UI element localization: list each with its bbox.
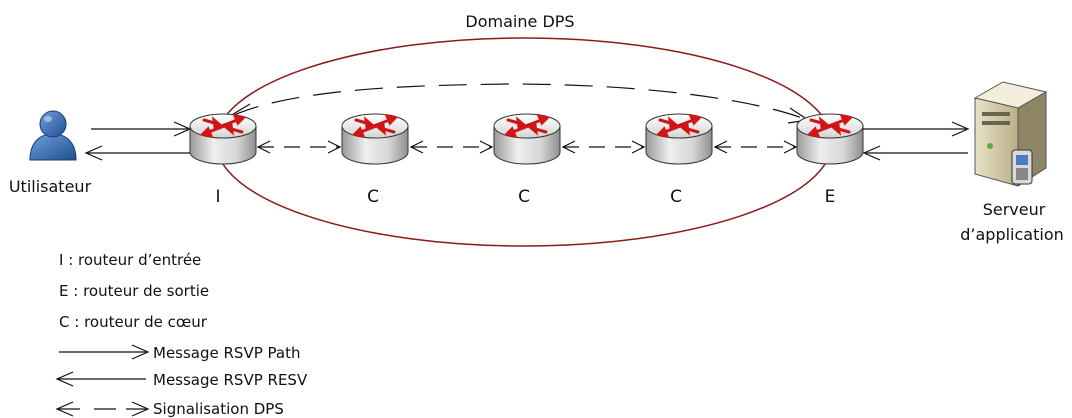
router-egress (795, 112, 865, 166)
router-icon (340, 112, 410, 166)
legend-ingress: I : routeur d’entrée (59, 251, 201, 269)
router-icon (188, 112, 258, 166)
legend-dps: Signalisation DPS (153, 400, 284, 418)
router-icon (492, 112, 562, 166)
router-ingress (188, 112, 258, 166)
router-label: C (518, 187, 530, 207)
server-links (862, 121, 970, 161)
legend-path: Message RSVP Path (153, 344, 300, 362)
user-links (84, 121, 192, 161)
legend-egress: E : routeur de sortie (59, 282, 209, 300)
legend-resv: Message RSVP RESV (153, 371, 308, 389)
user-icon (29, 110, 77, 161)
router-core-1 (340, 112, 410, 166)
dps-links (256, 140, 798, 154)
domain-label: Domaine DPS (465, 12, 574, 31)
router-icon (644, 112, 714, 166)
router-core-2 (492, 112, 562, 166)
router-core-3 (644, 112, 714, 166)
legend-core: C : routeur de cœur (59, 313, 208, 331)
dps-signal-curve (231, 83, 806, 120)
router-icon (795, 112, 865, 166)
user-label: Utilisateur (9, 177, 92, 196)
router-label: C (367, 187, 379, 207)
server-label-line1: Serveur (983, 200, 1046, 219)
server-label-line2: d’application (960, 225, 1064, 244)
router-label: I (215, 187, 220, 207)
legend-resv-arrow (55, 371, 146, 387)
router-label: E (825, 187, 836, 207)
router-label: C (670, 187, 682, 207)
legend-path-arrow (59, 344, 150, 360)
server-icon (973, 81, 1048, 187)
legend: I : routeur d’entrée E : routeur de sort… (55, 251, 308, 418)
legend-dps-arrow (55, 401, 150, 417)
